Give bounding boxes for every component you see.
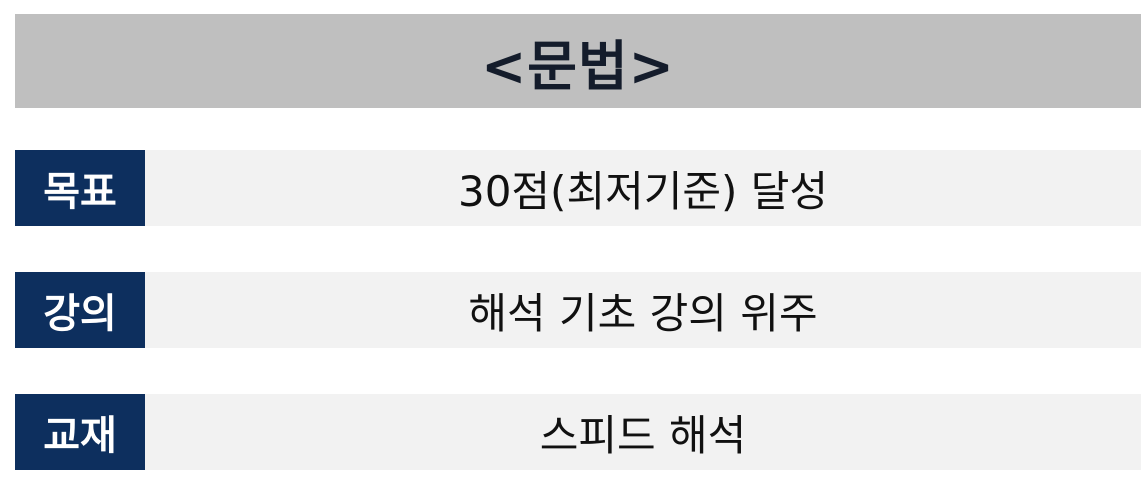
info-row-textbook: 교재 스피드 해석 (15, 394, 1141, 470)
info-row-lecture: 강의 해석 기초 강의 위주 (15, 272, 1141, 348)
title-banner: <문법> (15, 14, 1141, 108)
row-label-textbook: 교재 (15, 394, 145, 470)
page-title: <문법> (481, 34, 675, 98)
row-label-lecture: 강의 (15, 272, 145, 348)
row-label-goal: 목표 (15, 150, 145, 226)
row-value-goal: 30점(최저기준) 달성 (145, 150, 1141, 226)
row-value-textbook: 스피드 해석 (145, 394, 1141, 470)
info-row-goal: 목표 30점(최저기준) 달성 (15, 150, 1141, 226)
row-value-lecture: 해석 기초 강의 위주 (145, 272, 1141, 348)
